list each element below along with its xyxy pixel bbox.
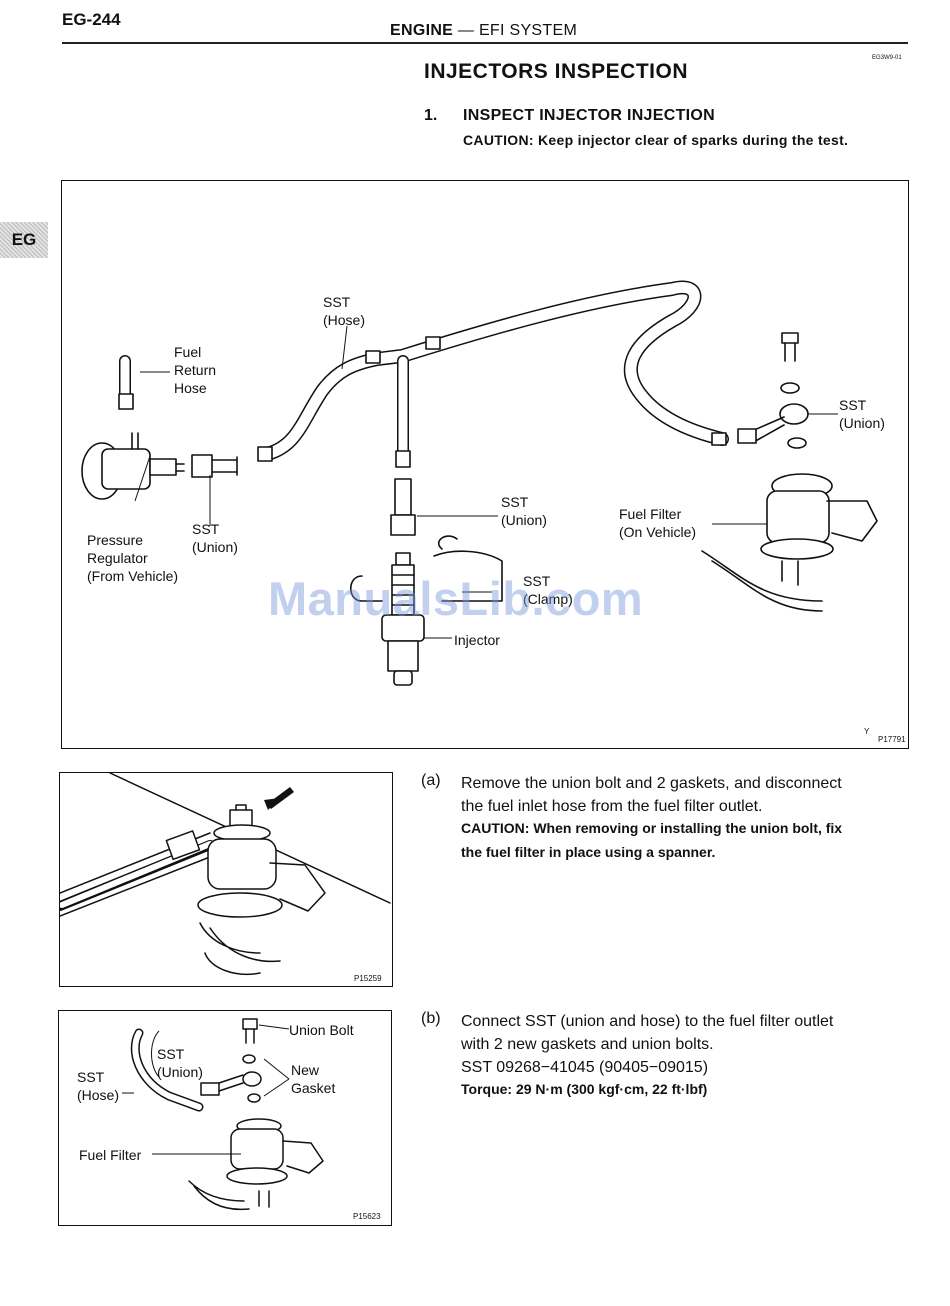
label-sst-union-left-line-2: (Union) (192, 539, 238, 555)
step-a-line-2: the fuel inlet hose from the fuel filter… (461, 798, 763, 815)
label-sst-hose-b-line-2: (Hose) (77, 1087, 120, 1103)
label-sst-union-b-line-1: SST (157, 1046, 185, 1062)
label-sst-union-right-line-2: (Union) (839, 415, 885, 431)
label-sst-union-center: SST (Union) (501, 493, 547, 529)
label-pressure-regulator-line-3: (From Vehicle) (87, 568, 179, 584)
step-title: INSPECT INJECTOR INJECTION (463, 107, 715, 124)
label-sst-clamp-line-2: (Clamp) (523, 591, 573, 607)
page-number: EG-244 (62, 10, 121, 29)
side-tab-eg: EG (0, 222, 48, 258)
figure-id-a: P15259 (354, 974, 382, 983)
step-b-line-2: with 2 new gaskets and union bolts. (461, 1036, 714, 1053)
label-sst-hose: SST (Hose) (323, 293, 365, 329)
step-b-letter: (b) (421, 1010, 441, 1027)
label-sst-union-b-line-2: (Union) (157, 1064, 203, 1080)
step-a-text: Remove the union bolt and 2 gaskets, and… (461, 772, 842, 818)
section-code: EG3W9-01 (872, 55, 902, 61)
step-b-torque: Torque: 29 N·m (300 kgf·cm, 22 ft·lbf) (461, 1081, 708, 1097)
watermark: ManualsLib.com (268, 572, 644, 625)
label-injector: Injector (454, 632, 500, 648)
label-new-gasket-line-1: New (291, 1062, 320, 1078)
sst-connection-drawing (122, 1018, 324, 1211)
label-fuel-filter-b: Fuel Filter (79, 1147, 142, 1163)
header-title-bold: ENGINE (390, 22, 454, 39)
label-sst-union-center-line-1: SST (501, 494, 529, 510)
arrow-icon (264, 787, 294, 810)
step-a-caution: CAUTION: When removing or installing the… (461, 816, 842, 864)
label-sst-union-right: SST (Union) (839, 396, 885, 432)
label-fuel-return-hose-line-3: Hose (174, 380, 207, 396)
step-number: 1. (424, 107, 438, 124)
section-title: INJECTORS INSPECTION (424, 60, 688, 83)
step-b-text: Connect SST (union and hose) to the fuel… (461, 1010, 833, 1079)
label-fuel-return-hose-line-2: Return (174, 362, 217, 378)
label-sst-hose-line-2: (Hose) (323, 312, 366, 328)
label-pressure-regulator-line-2: Regulator (87, 550, 148, 566)
label-fuel-filter-on-vehicle-line-1: Fuel Filter (619, 506, 682, 522)
label-sst-union-left: SST (Union) (192, 520, 238, 556)
label-fuel-return-hose-line-1: Fuel (174, 344, 202, 360)
header-title: ENGINE — EFI SYSTEM (390, 22, 577, 40)
label-sst-union-center-line-2: (Union) (501, 512, 547, 528)
step-a-caution-line-2: the fuel filter in place using a spanner… (461, 844, 716, 860)
header-rule (62, 42, 908, 44)
label-sst-union-b: SST (Union) (157, 1045, 203, 1081)
figure-id-main: P17791 (878, 735, 906, 744)
union-bolt-removal-figure: P15259 (59, 772, 393, 987)
label-fuel-filter-on-vehicle: Fuel Filter (On Vehicle) (619, 505, 696, 541)
label-sst-clamp-line-1: SST (523, 573, 551, 589)
label-sst-union-left-line-1: SST (192, 521, 220, 537)
figure-id-b: P15623 (353, 1212, 381, 1221)
label-sst-union-right-line-1: SST (839, 397, 867, 413)
label-sst-hose-line-1: SST (323, 294, 351, 310)
step-caution: CAUTION: Keep injector clear of sparks d… (463, 132, 849, 148)
label-new-gasket-line-2: Gasket (291, 1080, 336, 1096)
label-sst-clamp: SST (Clamp) (523, 572, 573, 608)
step-a-line-1: Remove the union bolt and 2 gaskets, and… (461, 775, 842, 792)
step-a-caution-line-1: CAUTION: When removing or installing the… (461, 820, 843, 836)
header-title-dash: — (453, 22, 479, 39)
header-title-rest: EFI SYSTEM (478, 22, 578, 39)
step-b-line-3: SST 09268−41045 (90405−09015) (461, 1059, 709, 1076)
injector-test-drawing (81, 280, 878, 686)
label-pressure-regulator-line-1: Pressure (87, 532, 144, 548)
label-fuel-filter-on-vehicle-line-2: (On Vehicle) (619, 524, 697, 540)
label-sst-hose-b-line-1: SST (77, 1069, 105, 1085)
step-b-line-1: Connect SST (union and hose) to the fuel… (461, 1013, 834, 1030)
step-a-letter: (a) (421, 772, 441, 789)
union-bolt-removal-drawing (60, 773, 391, 975)
figure-mark: Y (864, 727, 870, 736)
label-sst-hose-b: SST (Hose) (77, 1068, 119, 1104)
label-union-bolt: Union Bolt (289, 1022, 354, 1038)
